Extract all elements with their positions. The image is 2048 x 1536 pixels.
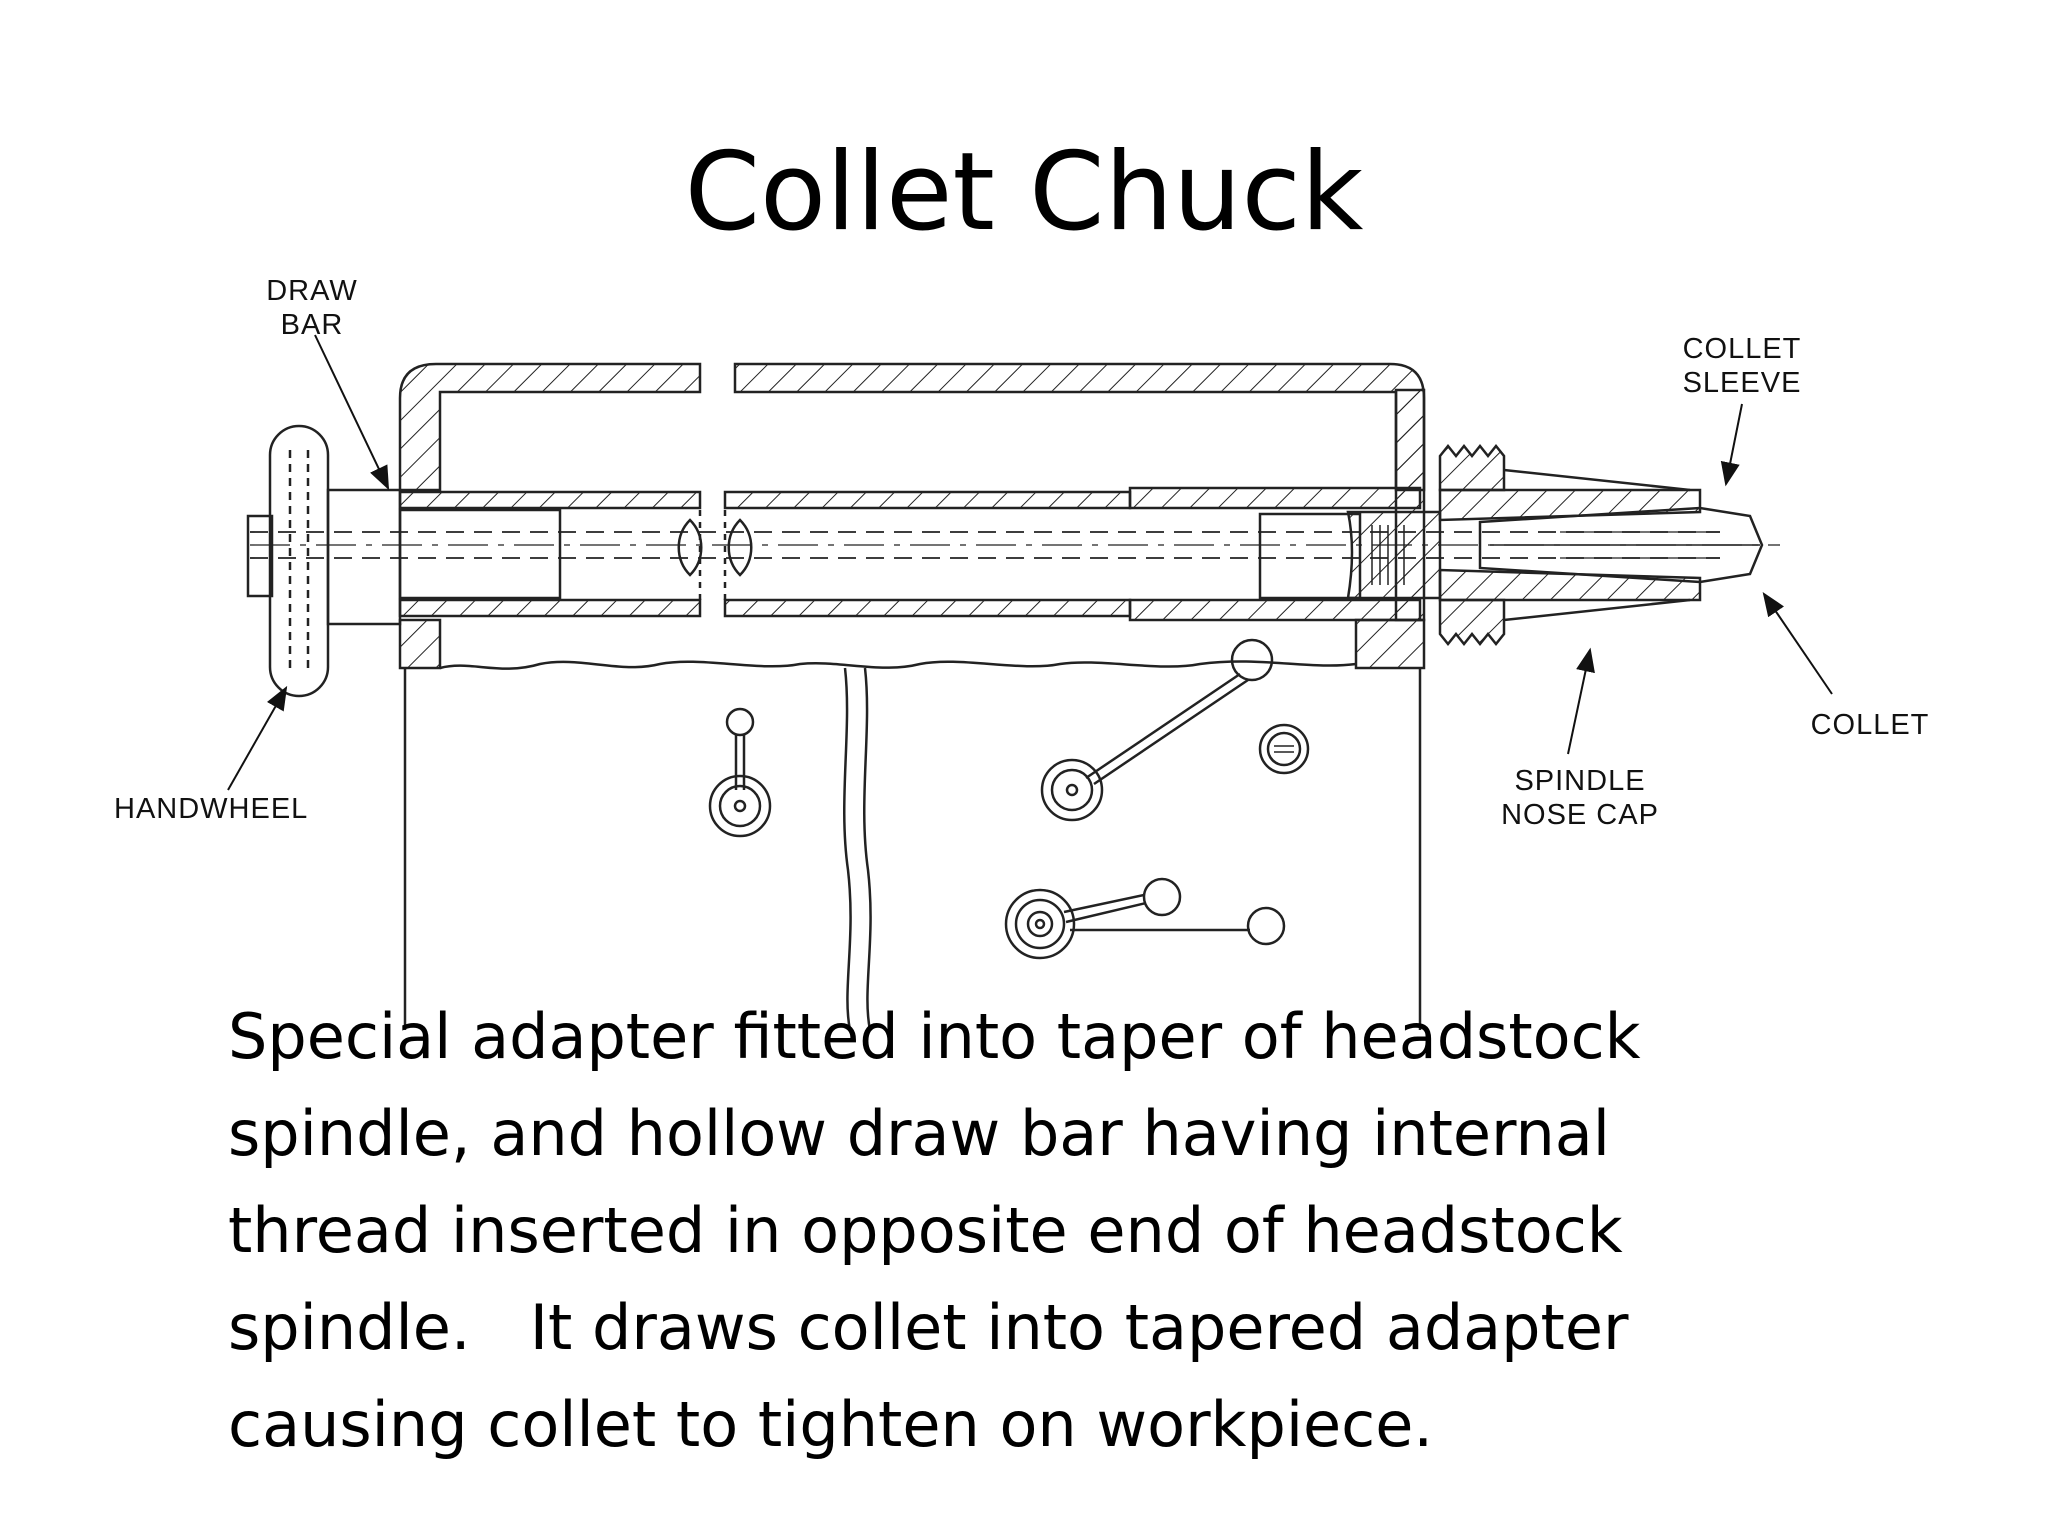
description-line-4: spindle. It draws collet into tapered ad… [228,1291,1629,1364]
handwheel-assembly [246,424,402,698]
label-collet: COLLET [1811,709,1930,741]
callout-labels: DRAW BAR HANDWHEEL COLLET SLEEVE COLLET … [114,275,1930,831]
description-line-3: thread inserted in opposite end of heads… [228,1194,1623,1267]
leader-lines [227,334,1833,791]
slide-title: Collet Chuck [684,130,1364,255]
label-draw-bar-line2: BAR [281,309,344,341]
label-spindle-nose-cap-line2: NOSE CAP [1501,799,1659,831]
label-handwheel: HANDWHEEL [114,793,308,825]
description-line-2: spindle, and hollow draw bar having inte… [228,1097,1610,1170]
spindle-nose-assembly [1438,443,1764,647]
headstock-housing [398,362,1426,1031]
spindle [250,486,1780,622]
label-draw-bar-line1: DRAW [266,275,358,307]
description-line-1: Special adapter fitted into taper of hea… [228,1000,1641,1073]
label-spindle-nose-cap-line1: SPINDLE [1514,765,1645,797]
label-collet-sleeve-line2: SLEEVE [1683,367,1802,399]
label-collet-sleeve-line1: COLLET [1683,333,1802,365]
description-line-5: causing collet to tighten on workpiece. [228,1388,1434,1461]
headstock-controls [708,638,1310,960]
description-text: Special adapter fitted into taper of hea… [228,988,1828,1473]
